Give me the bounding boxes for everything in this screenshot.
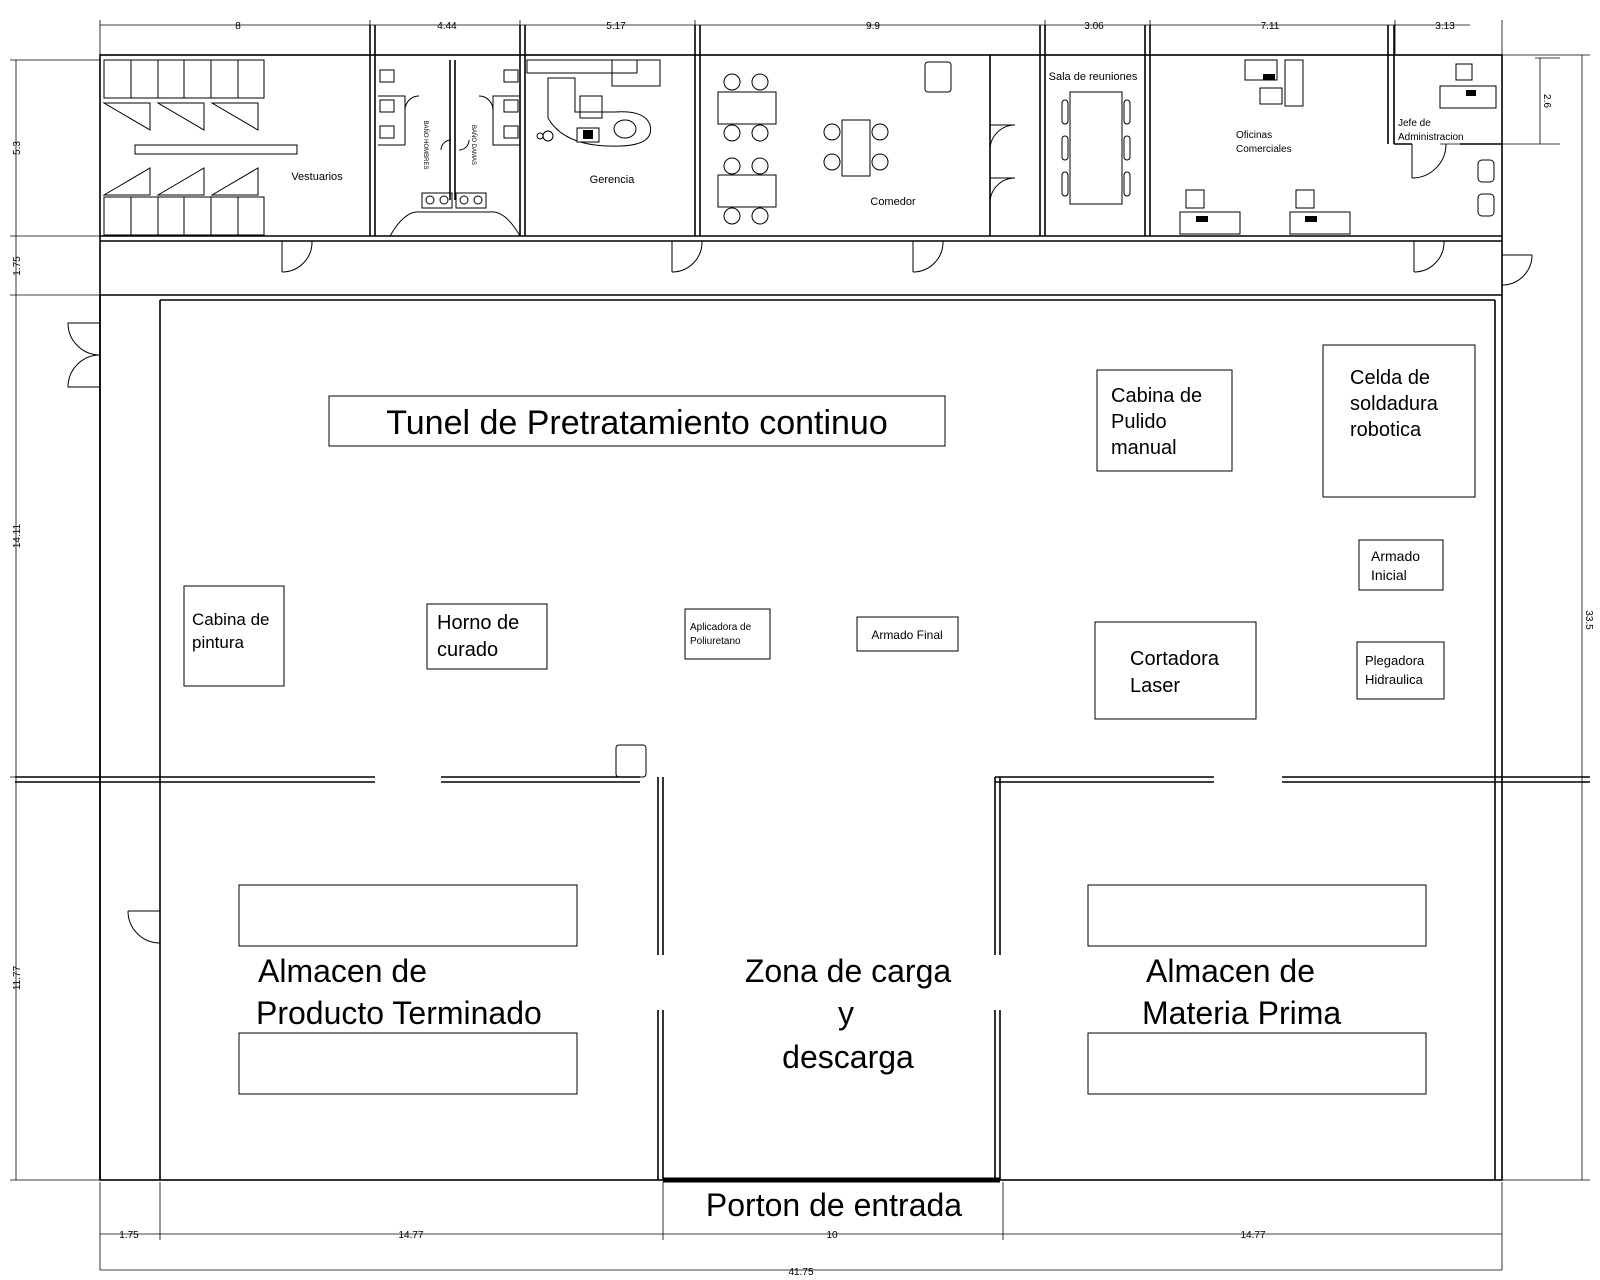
dim-bottom-1: 1.75 (119, 1230, 139, 1241)
station-labels: Tunel de Pretratamiento continuo Cabina … (192, 367, 1439, 697)
dim-total-height: 33.5 (1583, 610, 1594, 630)
dim-top-3: 5.17 (606, 21, 626, 32)
label-pintura-2: pintura (192, 633, 245, 652)
dim-left-4: 11.77 (12, 965, 23, 990)
room-labels: Vestuarios BAÑO HOMBRES BAÑO DAMAS Geren… (291, 71, 1463, 208)
lockers (102, 59, 298, 236)
label-porton: Porton de entrada (706, 1187, 962, 1223)
label-mp-2: Materia Prima (1142, 995, 1341, 1031)
label-vestuarios: Vestuarios (291, 171, 343, 183)
label-cortadora-2: Laser (1130, 675, 1180, 697)
label-soldadura-2: soldadura (1350, 393, 1439, 415)
station-boxes (183, 344, 1476, 778)
label-pulido-1: Cabina de (1111, 385, 1202, 407)
jefe-desk (1439, 63, 1497, 217)
label-comedor: Comedor (870, 196, 916, 208)
label-bano-damas: BAÑO DAMAS (470, 125, 477, 165)
label-aplicadora-1: Aplicadora de (690, 622, 752, 633)
dim-top-1: 8 (235, 21, 241, 32)
dim-bottom-4: 14.77 (1240, 1230, 1265, 1241)
label-gerencia: Gerencia (590, 174, 636, 186)
walls (15, 25, 1590, 1181)
label-tunel: Tunel de Pretratamiento continuo (386, 404, 887, 442)
dim-jefe: 2.6 (1541, 94, 1552, 108)
label-horno-2: curado (437, 639, 498, 661)
label-armado-inicial-2: Inicial (1371, 567, 1407, 583)
label-sala-reuniones: Sala de reuniones (1049, 71, 1138, 83)
storage-racks (238, 884, 1427, 1095)
label-carga-2: y (838, 995, 854, 1031)
dim-left-1: 5.3 (12, 141, 23, 155)
label-plegadora-2: Hidraulica (1365, 672, 1424, 687)
dim-top-7: 3.13 (1435, 21, 1455, 32)
label-carga-3: descarga (782, 1039, 914, 1075)
dim-total-width: 41.75 (788, 1267, 813, 1278)
label-cortadora-1: Cortadora (1130, 648, 1220, 670)
label-pulido-3: manual (1111, 437, 1177, 459)
dim-top-4: 9.9 (866, 21, 880, 32)
label-pulido-2: Pulido (1111, 411, 1167, 433)
dining-tables (717, 61, 952, 225)
label-horno-1: Horno de (437, 612, 519, 634)
label-jefe-2: Administracion (1398, 132, 1464, 143)
label-armado-inicial-1: Armado (1371, 548, 1420, 564)
dim-left-2: 1.75 (12, 256, 23, 276)
dim-top-5: 3.06 (1084, 21, 1104, 32)
doors[interactable] (67, 124, 1533, 944)
label-carga-1: Zona de carga (745, 953, 952, 989)
dimension-labels: 8 4.44 5.17 9.9 3.06 7.11 3.13 1.75 14.7… (12, 21, 1594, 1278)
label-plegadora-1: Plegadora (1365, 653, 1425, 668)
label-mp-1: Almacen de (1146, 953, 1315, 989)
dimension-lines (10, 20, 1590, 1271)
dim-bottom-2: 14.77 (398, 1230, 423, 1241)
label-bano-hombres: BAÑO HOMBRES (422, 120, 429, 169)
dim-top-2: 4.44 (437, 21, 457, 32)
label-armado-final: Armado Final (871, 628, 942, 642)
label-oficinas-2: Comerciales (1236, 144, 1292, 155)
label-pt-1: Almacen de (258, 953, 427, 989)
office-desks (1179, 59, 1351, 235)
zone-labels: Almacen de Producto Terminado Zona de ca… (256, 953, 1341, 1223)
label-jefe-1: Jefe de (1398, 118, 1431, 129)
dim-top-6: 7.11 (1261, 21, 1280, 32)
label-pintura-1: Cabina de (192, 610, 270, 629)
dim-left-3: 14.11 (12, 523, 23, 548)
label-soldadura-1: Celda de (1350, 367, 1430, 389)
gerencia-desk (526, 59, 661, 147)
meeting-table (1061, 91, 1131, 205)
bathroom-fixtures (378, 69, 521, 237)
label-oficinas-1: Oficinas (1236, 130, 1272, 141)
dim-bottom-3: 10 (826, 1230, 838, 1241)
label-pt-2: Producto Terminado (256, 995, 542, 1031)
label-soldadura-3: robotica (1350, 419, 1422, 441)
label-aplicadora-2: Poliuretano (690, 636, 741, 647)
